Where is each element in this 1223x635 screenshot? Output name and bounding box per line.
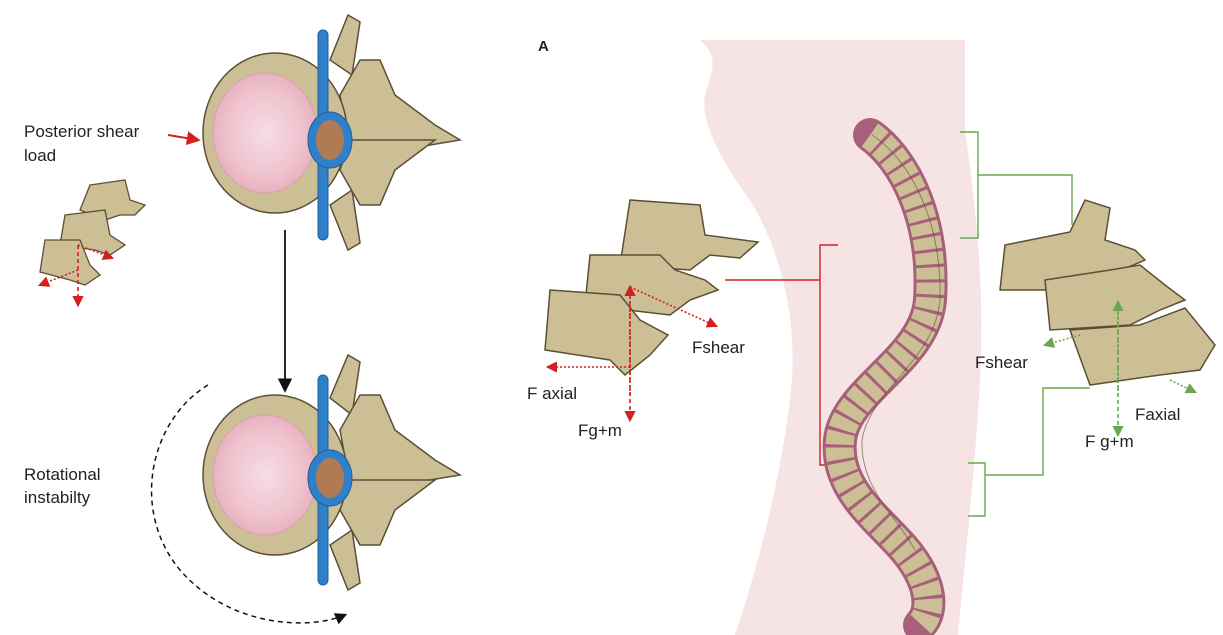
right-faxial-label: Faxial: [1135, 404, 1180, 426]
rotational-label-line1: Rotational: [24, 464, 101, 486]
middle-faxial-label: F axial: [527, 383, 577, 405]
middle-fshear-label: Fshear: [692, 337, 745, 359]
axial-vertebra-top: [203, 15, 460, 250]
rotational-label-line2: instabilty: [24, 487, 90, 509]
panel-letter: A: [538, 38, 549, 55]
right-fgm-label: F g+m: [1085, 431, 1134, 453]
axial-vertebra-bottom: [203, 355, 460, 590]
middle-fgm-label: Fg+m: [578, 420, 622, 442]
posterior-shear-arrow: [168, 135, 198, 140]
right-lateral-vertebrae: [1000, 200, 1215, 385]
small-lateral-vertebrae: [40, 180, 145, 285]
right-fshear-label: Fshear: [975, 352, 1028, 374]
posterior-shear-label-line1: Posterior shear: [24, 121, 139, 143]
posterior-shear-label-line2: load: [24, 145, 56, 167]
